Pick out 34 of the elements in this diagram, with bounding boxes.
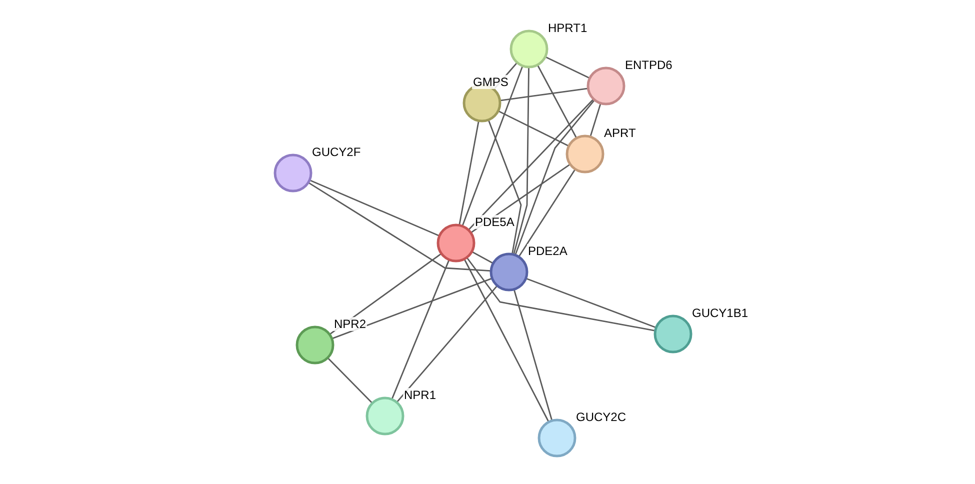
interaction-line [500, 88, 588, 102]
interaction-line [468, 99, 594, 230]
protein-label: PDE5A [474, 215, 516, 229]
interaction-line [472, 252, 493, 264]
interaction-line [396, 286, 498, 402]
interaction-line [518, 170, 576, 256]
interaction-line [590, 104, 602, 136]
protein-label: ENTPD6 [624, 58, 674, 72]
protein-label: NPR1 [403, 388, 438, 402]
protein-label: HPRT1 [547, 21, 588, 35]
interaction-line [328, 358, 372, 403]
interaction-line [466, 258, 654, 332]
interaction-line [464, 260, 549, 422]
protein-label: NPR2 [333, 317, 368, 331]
interaction-line [513, 68, 530, 254]
interaction-line [310, 180, 439, 236]
interaction-line [488, 120, 522, 254]
protein-label: GUCY1B1 [691, 306, 750, 320]
interaction-line [526, 278, 656, 328]
interaction-line [514, 290, 552, 420]
protein-label: APRT [603, 126, 637, 140]
interaction-line [392, 260, 450, 399]
interaction-line [537, 65, 577, 138]
interaction-line [458, 122, 480, 224]
interaction-line [514, 100, 594, 254]
interaction-line [498, 110, 568, 146]
protein-label: GMPS [472, 75, 510, 89]
protein-label: GUCY2C [575, 410, 628, 424]
protein-label: PDE2A [527, 244, 568, 258]
interaction-line [332, 278, 492, 339]
protein-label: GUCY2F [311, 145, 362, 159]
interaction-line [308, 182, 490, 272]
interaction-line [546, 56, 590, 78]
interaction-line [462, 66, 523, 226]
